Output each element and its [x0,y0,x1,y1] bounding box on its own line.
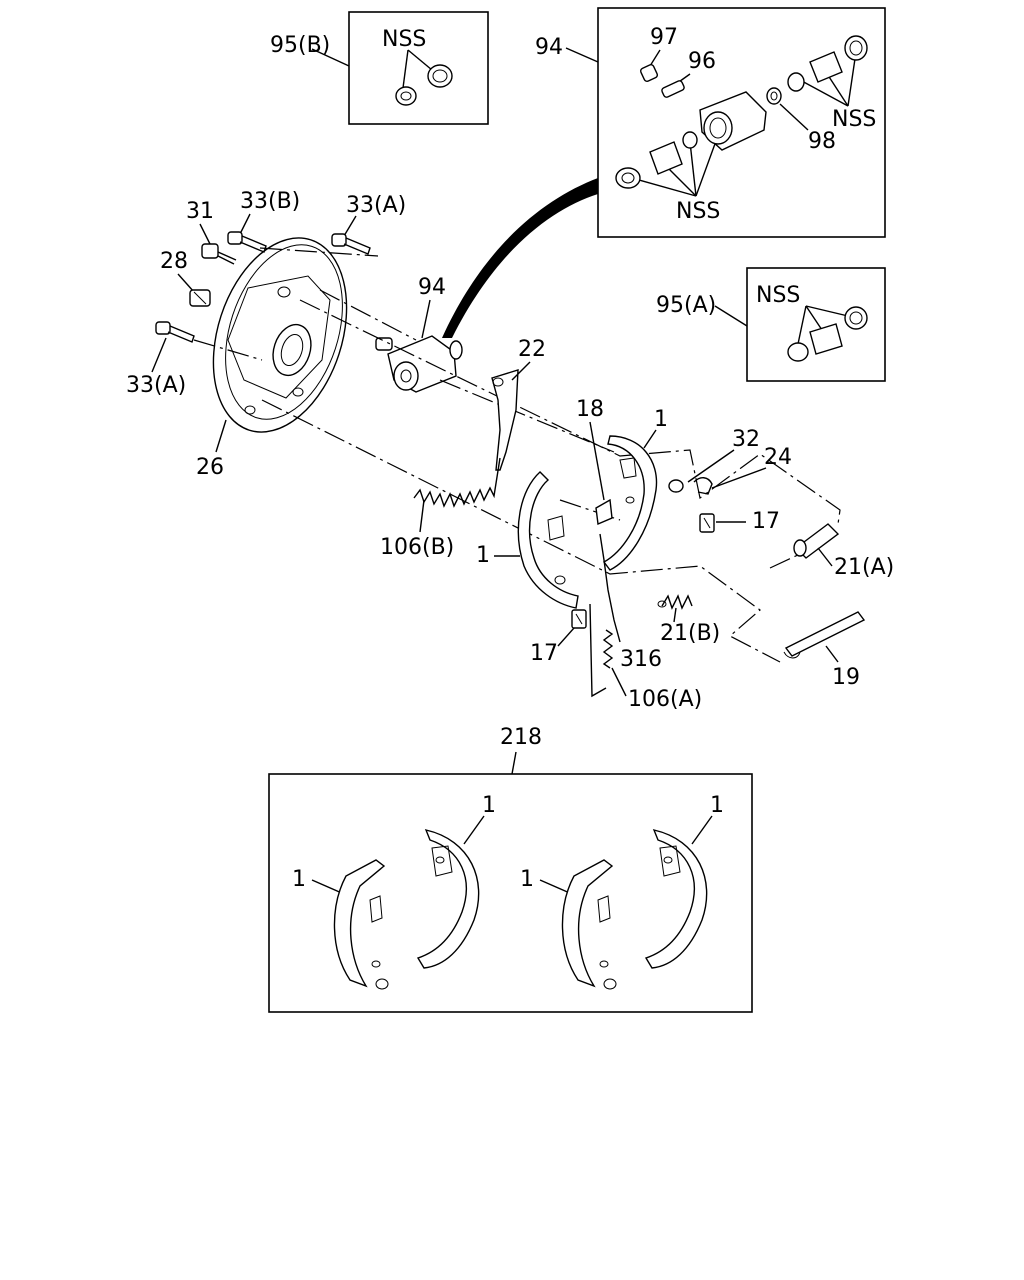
kit-shoe-1a [333,859,389,990]
callout-17-right: 17 [752,509,780,534]
bolt-33a-top [331,233,371,255]
parking-strut-19 [783,611,866,659]
kit-callout-1b: 1 [482,793,496,818]
callout-95a: 95(A) [656,293,716,318]
kit-box-218: 218 1 1 1 1 [268,725,753,1013]
cup-seal-95b [427,64,453,88]
callout-97: 97 [650,25,678,50]
callout-33b: 33(B) [240,189,300,214]
wheel-cylinder-94 [375,335,463,393]
inset-box-95a: 95(A) NSS [656,267,886,382]
parking-lever-22 [491,369,519,471]
nss-label-94-bottom: NSS [676,199,720,224]
inset-box-94: 94 97 96 98 NSS NSS [535,7,886,238]
brake-shoe-lower [517,471,579,609]
washer-32 [668,479,684,493]
callout-96: 96 [688,49,716,74]
nss-label-95b: NSS [382,27,426,52]
nut-28 [189,289,211,307]
kit-shoe-1d [644,829,708,969]
kit-shoe-1c [561,859,617,990]
adjuster-21a [769,523,840,569]
seal-small-95b [395,86,417,106]
callout-32: 32 [732,427,760,452]
callout-316: 316 [620,647,662,672]
hold-down-17-bottom [571,609,587,629]
callout-95b: 95(B) [270,33,330,58]
kit-shoe-1b [416,829,480,969]
brake-shoe-upper [602,435,658,571]
callout-17-bottom: 17 [530,641,558,666]
callout-22: 22 [518,337,546,362]
assembly-lines [193,247,841,663]
nss-label-95a: NSS [756,283,800,308]
callout-218: 218 [500,725,542,750]
callout-31: 31 [186,199,214,224]
callout-98: 98 [808,129,836,154]
piston-left [649,131,698,175]
callout-21a: 21(A) [834,555,894,580]
adjuster-21b [657,594,693,610]
callout-33a-left: 33(A) [126,373,186,398]
strut-18 [595,498,613,526]
kit-callout-1c: 1 [520,867,534,892]
spring-106a [589,603,614,698]
callout-94: 94 [418,275,446,300]
spring-106b [413,457,501,508]
callout-106b: 106(B) [380,535,454,560]
hold-down-17-right [699,513,715,533]
callout-33a-top: 33(A) [346,193,406,218]
spring-24 [693,477,713,495]
callout-106a: 106(A) [628,687,702,712]
callout-21b: 21(B) [660,621,720,646]
backing-plate-26 [212,237,348,433]
bolt-33b [227,231,267,253]
spring-316 [599,533,621,643]
callout-18: 18 [576,397,604,422]
bleeder-cap-97 [639,63,659,83]
boot-left [615,167,641,189]
kit-callout-1a: 1 [292,867,306,892]
kit-callout-1d: 1 [710,793,724,818]
bolt-33a-left [155,321,195,343]
callout-1-top: 1 [654,407,668,432]
wheel-cylinder-body [699,91,767,151]
detail-pointer-swoosh [442,178,598,338]
callout-1-left: 1 [476,543,490,568]
callout-26: 26 [196,455,224,480]
nss-label-94-right: NSS [832,107,876,132]
callout-94-box: 94 [535,35,563,60]
callout-28: 28 [160,249,188,274]
piston-right [787,35,868,92]
bolt-31 [201,243,237,265]
seal-95a [787,306,868,362]
bleeder-screw-96 [661,80,685,98]
callout-24: 24 [764,445,792,470]
callout-19: 19 [832,665,860,690]
inset-box-95b: 95(B) NSS [270,11,489,125]
spring-98 [766,87,782,105]
